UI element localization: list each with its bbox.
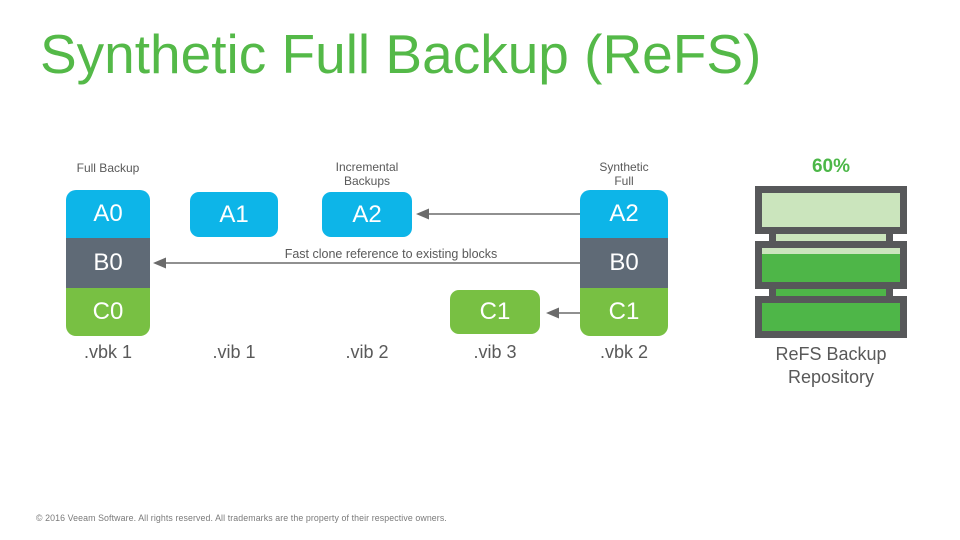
file-label-vib1: .vib 1 <box>212 342 256 362</box>
group-label-synthetic-line1: Synthetic <box>599 160 649 174</box>
refs-repository-icon <box>755 186 907 338</box>
repo-disk-bottom <box>755 296 907 338</box>
group-label-synthetic-full: Synthetic Full <box>564 160 684 188</box>
repo-disk-top <box>755 186 907 234</box>
group-label-incremental-backups: Incremental Backups <box>307 160 427 188</box>
group-label-full-backup: Full Backup <box>36 161 180 175</box>
file-label-vbk2: .vbk 2 <box>599 342 649 362</box>
file-label-vbk1: .vbk 1 <box>83 342 133 362</box>
repository-caption-line1: ReFS Backup <box>775 344 887 364</box>
file-label-vib3: .vib 3 <box>473 342 517 362</box>
block-c0: C0 <box>66 288 150 336</box>
page-title: Synthetic Full Backup (ReFS) <box>40 23 762 85</box>
block-a2-incremental: A2 <box>322 192 412 237</box>
group-label-synthetic-line2: Full <box>614 174 634 188</box>
footer-copyright: © 2016 Veeam Software. All rights reserv… <box>36 513 447 523</box>
backup-chain-vbk1: A0 B0 C0 <box>66 190 150 336</box>
repository-caption: ReFS Backup Repository <box>741 343 921 389</box>
block-a0: A0 <box>66 190 150 238</box>
block-b0: B0 <box>66 238 150 288</box>
arrow-a2-head-icon <box>416 208 429 220</box>
file-label-vib2: .vib 2 <box>345 342 389 362</box>
repository-caption-line2: Repository <box>787 367 875 387</box>
block-c1-incremental: C1 <box>450 290 540 334</box>
group-label-full-backup-text: Full Backup <box>76 161 140 175</box>
group-label-incremental-line1: Incremental <box>335 160 399 174</box>
arrow-fast-clone-head-icon <box>153 257 166 269</box>
fast-clone-annotation: Fast clone reference to existing blocks <box>284 247 498 261</box>
repository-percent-label: 60% <box>811 156 851 177</box>
block-c1-synthetic: C1 <box>580 288 668 336</box>
block-a2-synthetic: A2 <box>580 190 668 238</box>
group-label-incremental-line2: Backups <box>343 174 391 188</box>
block-b0-synthetic: B0 <box>580 238 668 288</box>
arrow-c1-head-icon <box>546 307 559 319</box>
backup-chain-vbk2: A2 B0 C1 <box>580 190 668 336</box>
repo-fill-level-strip <box>762 248 900 254</box>
block-a1: A1 <box>190 192 278 237</box>
